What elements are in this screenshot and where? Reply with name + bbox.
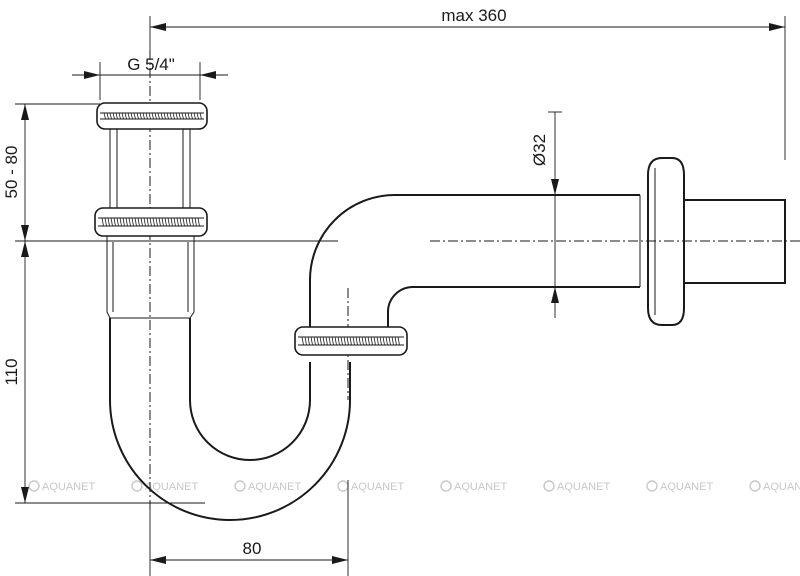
- watermark-logo-icon: [234, 480, 246, 492]
- watermark-logo-icon: [440, 480, 452, 492]
- watermark-text: AQUANET: [145, 481, 198, 493]
- watermark-text: AQUANET: [660, 481, 713, 493]
- watermark-logo-icon: [646, 480, 658, 492]
- lower-nut: [294, 326, 408, 356]
- dimension-thread: G 5/4": [72, 55, 228, 79]
- watermark-logo-icon: [543, 480, 555, 492]
- watermark-logo-icon: [28, 480, 40, 492]
- center-lines: [149, 50, 800, 510]
- dimension-offset-label: 80: [243, 539, 262, 558]
- top-nut: [96, 102, 208, 130]
- dimension-diameter: Ø32: [530, 112, 559, 318]
- dimension-lower-height: 110: [2, 241, 29, 503]
- dimension-lower-height-label: 110: [2, 358, 21, 385]
- watermark-text: AQUANET: [454, 481, 507, 493]
- watermark-logo-icon: [337, 480, 349, 492]
- dimension-max-length: max 360: [150, 6, 785, 31]
- watermark-text: AQUANET: [557, 481, 610, 493]
- watermark-logo-icon: [131, 480, 143, 492]
- dimension-diameter-label: Ø32: [530, 134, 549, 166]
- watermark-logo-icon: [749, 480, 761, 492]
- watermark-text: AQUANET: [42, 481, 95, 493]
- watermark-text: AQUANET: [248, 481, 301, 493]
- dimension-upper-height: 50 - 80: [2, 104, 29, 241]
- dimension-offset: 80: [150, 539, 348, 564]
- watermark-text: AQUANET: [763, 481, 800, 493]
- dimension-upper-height-label: 50 - 80: [2, 146, 21, 199]
- dimension-thread-label: G 5/4": [127, 55, 175, 74]
- siphon-pipe: [106, 127, 786, 521]
- watermark-row: AQUANET AQUANET AQUANET AQUANET AQUANET AQUAN…: [28, 480, 800, 493]
- watermark-text: AQUANET: [351, 481, 404, 493]
- dimension-max-length-label: max 360: [441, 6, 506, 25]
- middle-nut: [94, 207, 208, 237]
